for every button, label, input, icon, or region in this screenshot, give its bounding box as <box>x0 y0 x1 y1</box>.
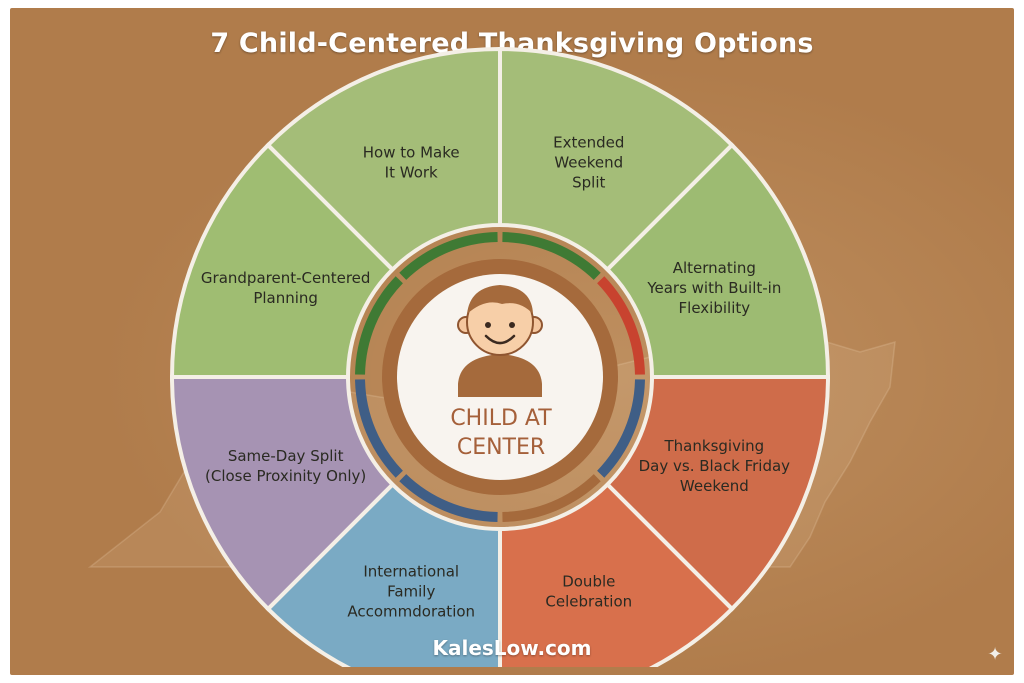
segment-2-label-line-1: Alternating <box>673 259 756 277</box>
segment-1-label-line-3: Split <box>572 174 605 192</box>
segment-8-label-line-1: How to Make <box>363 144 460 162</box>
segment-4-label-line-1: Double <box>562 572 615 590</box>
segment-7-label-line-1: Grandparent-Centered <box>201 269 371 287</box>
center-label-line2: CENTER <box>457 435 545 460</box>
center-label-line1: CHILD AT <box>450 406 552 431</box>
segment-3-label-line-2: Day vs. Black Friday <box>639 457 791 475</box>
segment-2-label-line-2: Years with Built-in <box>646 279 781 297</box>
segment-8 <box>265 46 502 273</box>
ring-arc-1 <box>502 232 601 280</box>
ring-arc-3 <box>597 379 645 478</box>
ring-arc-2 <box>597 276 645 375</box>
segment-6-label-line-2: (Close Proxinity Only) <box>205 467 366 485</box>
segment-1-label-line-1: Extended <box>553 134 624 152</box>
segment-5-label-line-2: Family <box>387 582 435 600</box>
center-hub: CHILD AT CENTER <box>382 259 618 495</box>
segment-6-label-line-1: Same-Day Split <box>228 447 344 465</box>
segment-1 <box>498 46 735 273</box>
child-icon <box>457 285 543 397</box>
sparkle-icon: ✦ <box>987 644 1003 664</box>
segment-2-label-line-3: Flexibility <box>679 299 751 317</box>
ring-arc-5 <box>399 474 498 522</box>
segment-3-label-line-3: Weekend <box>680 477 749 495</box>
ring-arc-8 <box>399 232 498 280</box>
ring-arc-7 <box>355 276 403 375</box>
segment-3 <box>604 375 831 612</box>
ring-arc-4 <box>502 474 601 522</box>
segment-4 <box>498 481 735 667</box>
segment-7 <box>169 142 396 379</box>
segment-2 <box>604 142 831 379</box>
segment-5-label-line-1: International <box>363 562 459 580</box>
site-footer: KalesLow.com <box>432 636 592 660</box>
segment-4-label-line-2: Celebration <box>545 592 632 610</box>
segment-1-label-line-2: Weekend <box>554 154 623 172</box>
segment-3-label-line-1: Thanksgiving <box>664 437 765 455</box>
segment-7-label-line-2: Planning <box>253 289 318 307</box>
ring-arc-6 <box>355 379 403 478</box>
segment-5-label-line-3: Accommdoration <box>347 602 475 620</box>
segment-5 <box>265 481 502 667</box>
inner-ring <box>355 232 645 522</box>
segment-8-label-line-2: It Work <box>385 164 438 182</box>
segment-6 <box>169 375 396 612</box>
